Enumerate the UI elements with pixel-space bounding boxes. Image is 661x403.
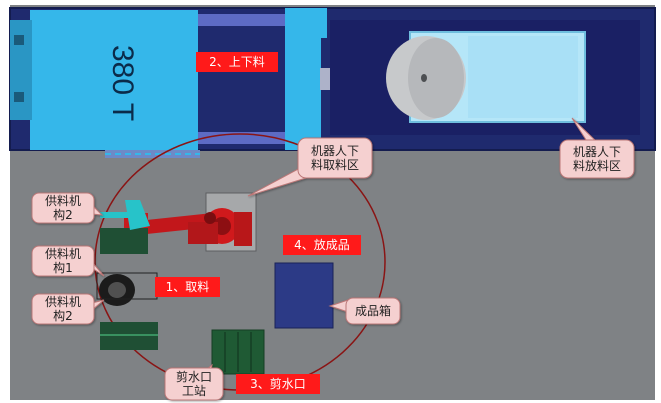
step-label-gate-cut: 3、剪水口	[236, 374, 320, 394]
callout-line: 构1	[53, 261, 73, 275]
callout-feeder-top	[31, 192, 104, 224]
hopper-cone-shade	[408, 38, 464, 118]
callout-robot-pick-text: 机器人下 料取料区	[298, 144, 372, 172]
moving-platen-top	[315, 8, 327, 38]
callout-line: 成品箱	[354, 304, 391, 318]
callout-line: 料取料区	[310, 158, 359, 172]
feeder-2-bottom	[100, 322, 158, 350]
callout-line: 构2	[53, 309, 73, 323]
press-body-slot2	[14, 92, 24, 102]
callout-line: 构2	[53, 208, 73, 222]
product-box	[274, 262, 334, 329]
callout-line: 供料机	[44, 295, 81, 309]
callout-gate-station-text: 剪水口 工站	[165, 370, 223, 398]
callout-feeder-bottom-text: 供料机 构2	[32, 295, 94, 323]
callout-line: 供料机	[44, 247, 81, 261]
feeder-2-top-chute	[125, 200, 150, 230]
callout-line: 剪水口	[175, 370, 212, 384]
hopper-frame-inner	[468, 36, 578, 118]
callout-feeder-bottom	[31, 293, 105, 325]
step-label-pick: 1、取料	[155, 277, 220, 297]
tie-bar-top	[198, 14, 288, 26]
callout-line: 料放料区	[572, 159, 621, 173]
callout-line: 机器人下	[310, 144, 359, 158]
callout-line: 供料机	[44, 194, 81, 208]
feeder-2-top	[100, 228, 148, 254]
callout-feeder-mid	[31, 245, 105, 277]
feeder-2-top-rail	[100, 212, 130, 218]
hopper-cone-hole	[421, 74, 427, 82]
feeder-1-bowl-inner	[108, 282, 126, 298]
callout-robot-unload-text: 机器人下 料放料区	[560, 145, 634, 173]
step-label-place: 4、放成品	[283, 235, 361, 255]
press-body-slot	[14, 35, 24, 45]
press-tonnage-label: 380 T	[106, 45, 139, 122]
callout-feeder-mid-text: 供料机 构1	[32, 247, 94, 275]
callout-robot-unload	[559, 117, 635, 179]
press-body	[30, 10, 198, 150]
callout-feeder-top-text: 供料机 构2	[32, 194, 94, 222]
callout-robot-pick	[247, 137, 373, 197]
step-label-load-unload: 2、上下料	[196, 52, 278, 72]
callout-line: 工站	[181, 384, 206, 398]
callout-gate-station	[164, 363, 224, 401]
callout-line: 机器人下	[572, 145, 621, 159]
callout-product-box	[328, 297, 401, 325]
callout-product-box-text: 成品箱	[346, 304, 400, 318]
machine-foot-strip	[105, 150, 200, 158]
